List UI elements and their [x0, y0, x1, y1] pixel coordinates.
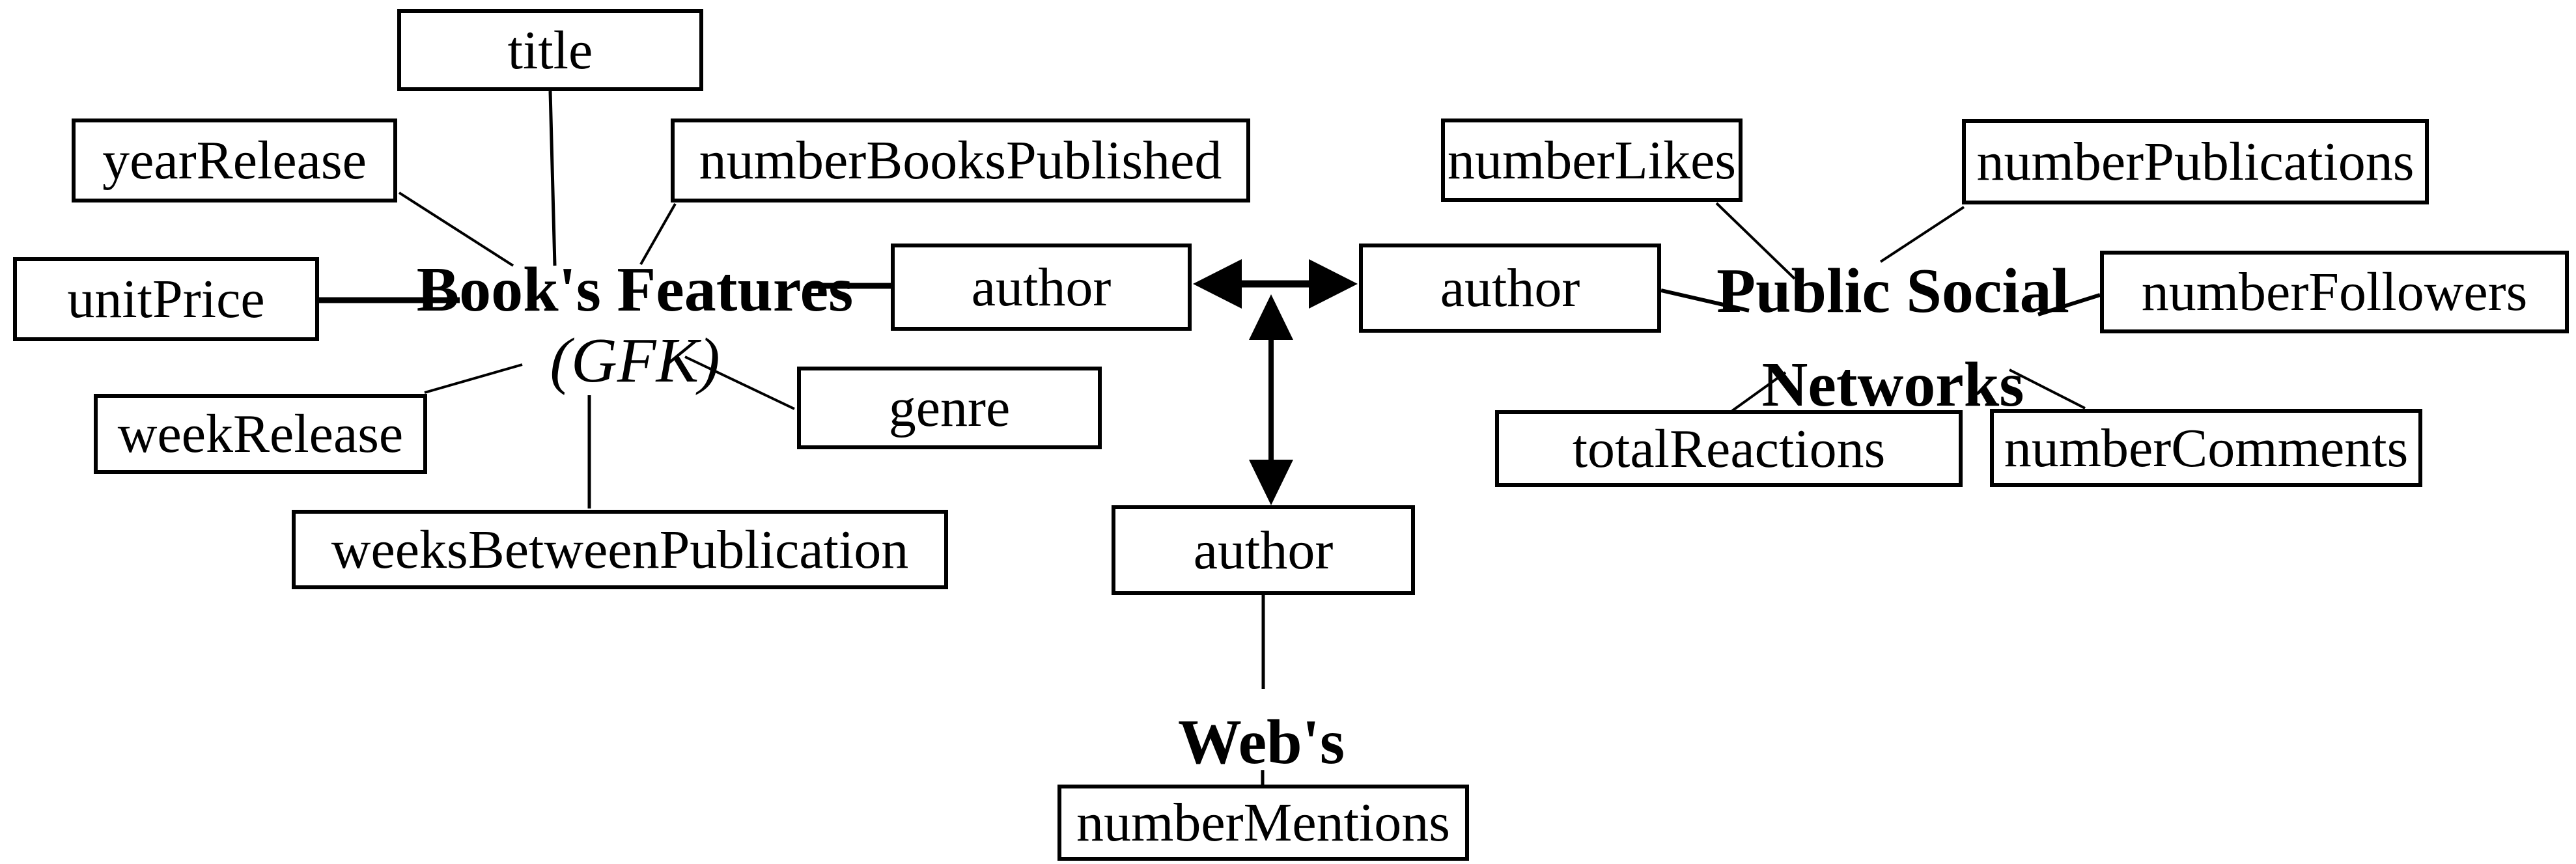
- node-box-weekRelease: weekRelease: [94, 394, 427, 474]
- connector-public-social-networks-to-numberComments: [2009, 369, 2086, 410]
- node-label-author-book: author: [971, 257, 1112, 318]
- node-box-numberBooksPublished: numberBooksPublished: [671, 118, 1250, 202]
- node-label-author-social: author: [1440, 258, 1580, 318]
- node-box-weeksBetweenPublication: weeksBetweenPublication: [292, 510, 948, 589]
- node-label-author-web: author: [1193, 520, 1334, 581]
- connector-numberLikes-to-public-social-networks: [1715, 202, 1796, 280]
- node-label-genre: genre: [888, 378, 1011, 438]
- connector-numberPublications-to-public-social-networks: [1879, 206, 1965, 263]
- hub-label-webs-line1: Web's: [1178, 707, 1345, 777]
- node-label-numberBooksPublished: numberBooksPublished: [699, 130, 1222, 191]
- node-box-yearRelease: yearRelease: [72, 118, 397, 202]
- hub-label-books-features-line1: Book's Features: [416, 255, 854, 325]
- connector-numberBooksPublished-to-books-features: [639, 203, 677, 265]
- node-label-numberMentions: numberMentions: [1076, 792, 1450, 853]
- node-label-totalReactions: totalReactions: [1572, 418, 1886, 479]
- node-box-numberFollowers: numberFollowers: [2100, 251, 2569, 333]
- connector-public-social-networks-to-totalReactions: [1731, 371, 1787, 412]
- node-label-weeksBetweenPublication: weeksBetweenPublication: [331, 519, 909, 580]
- node-label-title: title: [507, 20, 593, 81]
- hub-label-books-features-line2: (GFK): [550, 326, 720, 396]
- double-arrow-authors-author-web-icon: [1249, 294, 1293, 505]
- node-box-numberComments: numberComments: [1990, 409, 2422, 487]
- node-label-yearRelease: yearRelease: [102, 130, 367, 191]
- connector-author-social-to-public-social-networks: [1660, 288, 1750, 313]
- node-label-numberComments: numberComments: [2004, 417, 2409, 479]
- connector-weekRelease-to-books-features: [424, 363, 523, 394]
- node-box-numberPublications: numberPublications: [1962, 119, 2429, 204]
- node-label-numberLikes: numberLikes: [1447, 130, 1737, 191]
- double-arrow-author-book-author-social-icon: [1193, 259, 1358, 309]
- node-box-unitPrice: unitPrice: [13, 257, 319, 341]
- node-label-numberPublications: numberPublications: [1976, 132, 2415, 192]
- node-label-numberFollowers: numberFollowers: [2141, 262, 2528, 322]
- node-box-author-book: author: [891, 244, 1192, 331]
- connector-books-features-to-genre: [684, 355, 795, 410]
- node-label-unitPrice: unitPrice: [67, 269, 265, 329]
- connector-public-social-networks-to-numberFollowers: [2037, 293, 2101, 316]
- node-label-weekRelease: weekRelease: [117, 404, 404, 464]
- node-box-author-web: author: [1112, 505, 1415, 595]
- node-box-genre: genre: [797, 367, 1102, 449]
- connector-title-to-books-features: [548, 91, 557, 266]
- connector-yearRelease-to-books-features: [398, 191, 514, 267]
- hub-label-public-social-networks-line1: Public Social: [1716, 256, 2069, 326]
- node-box-numberLikes: numberLikes: [1441, 118, 1743, 202]
- hub-label-public-social-networks-line2: Networks: [1761, 350, 2024, 420]
- node-box-numberMentions: numberMentions: [1057, 785, 1469, 861]
- node-box-totalReactions: totalReactions: [1495, 410, 1963, 487]
- node-box-author-social: author: [1359, 244, 1661, 333]
- node-box-title: title: [397, 9, 703, 91]
